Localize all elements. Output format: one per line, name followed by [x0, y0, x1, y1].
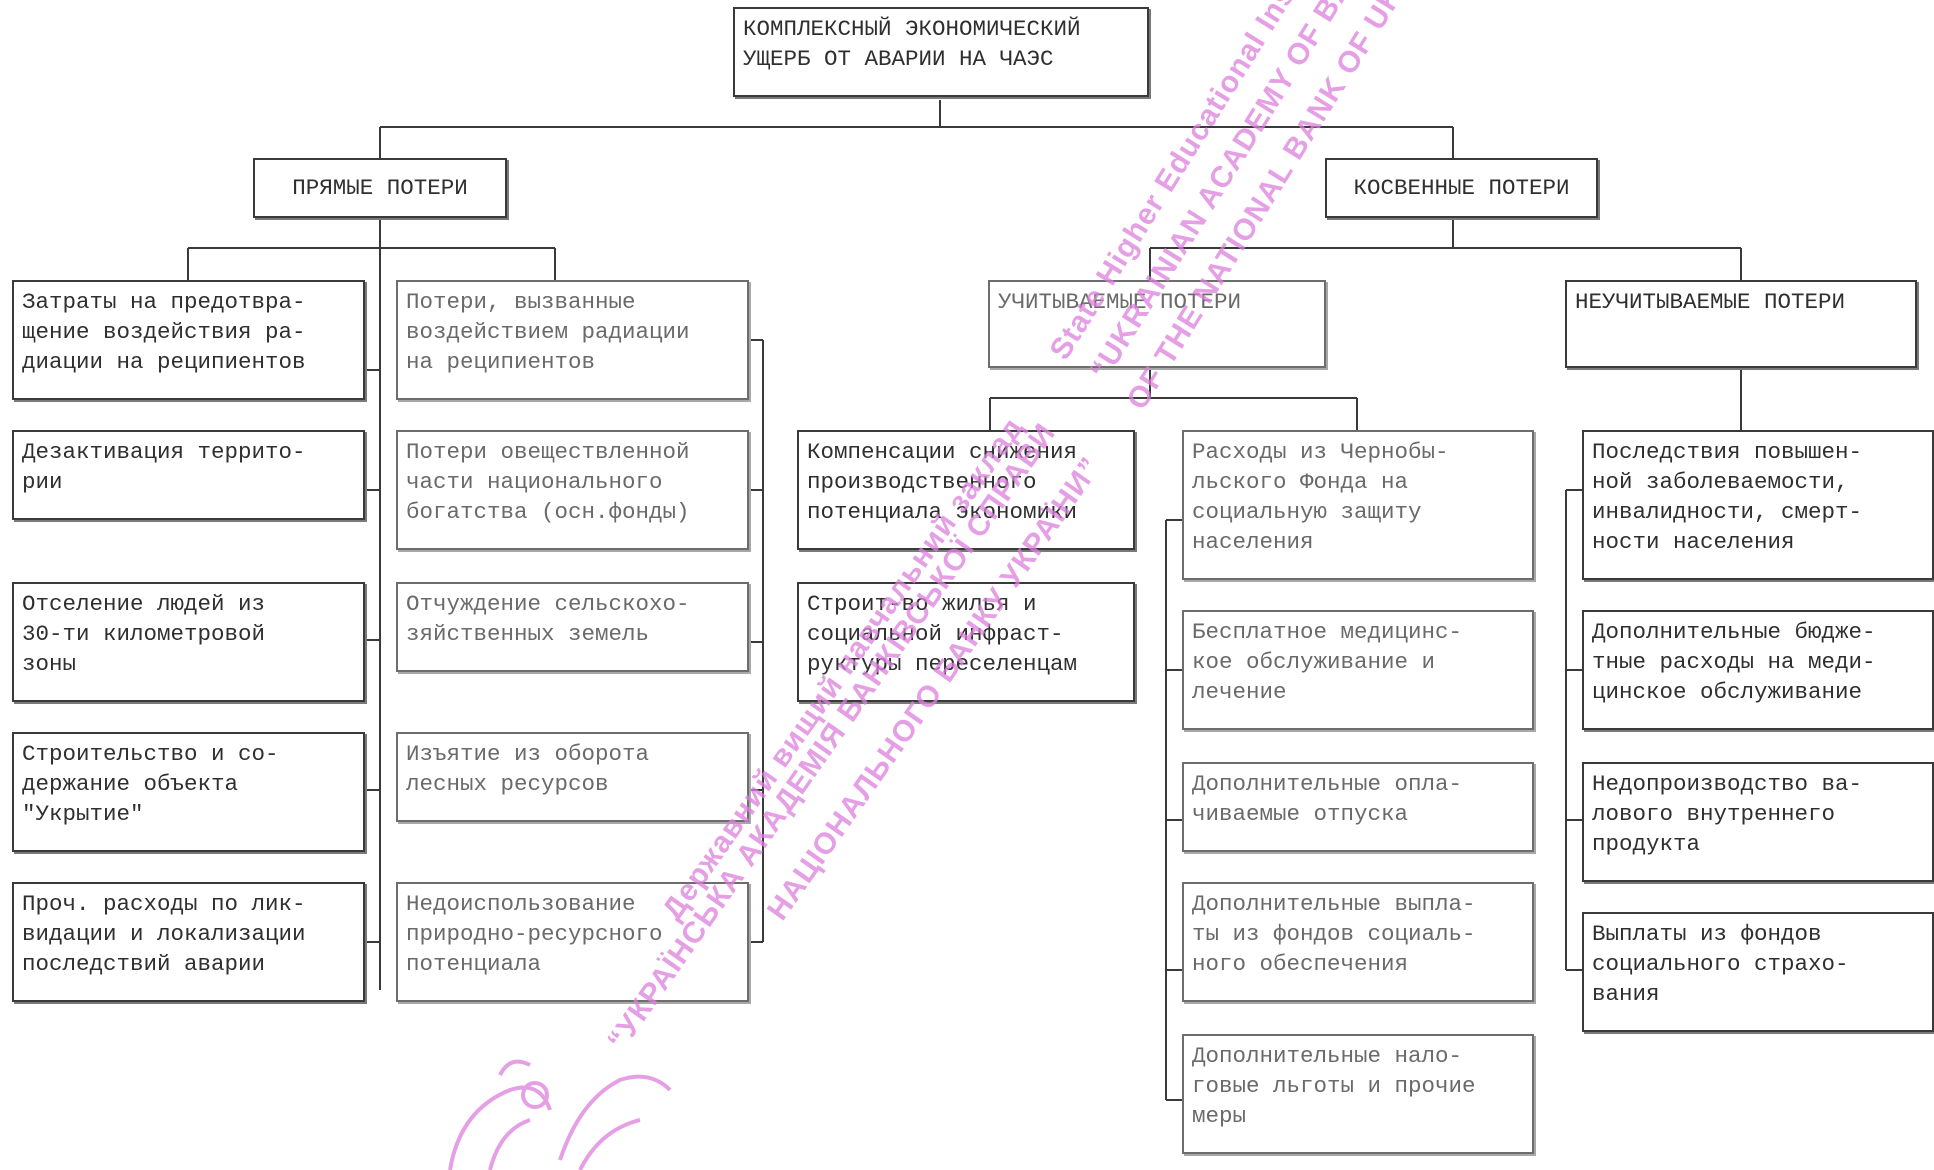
- seal-emblem: [448, 1059, 672, 1170]
- direct-right-item: Отчуждение сельскохо- зяйственных земель: [396, 582, 749, 672]
- unaccounted-losses-node: НЕУЧИТЫВАЕМЫЕ ПОТЕРИ: [1565, 280, 1917, 368]
- unaccounted-item: Дополнительные бюдже- тные расходы на ме…: [1582, 610, 1934, 730]
- accounted-right-item: Дополнительные выпла- ты из фондов социа…: [1182, 882, 1534, 1002]
- accounted-right-item: Дополнительные опла- чиваемые отпуска: [1182, 762, 1534, 852]
- direct-left-item: Проч. расходы по лик- видации и локализа…: [12, 882, 365, 1002]
- unaccounted-item: Выплаты из фондов социального страхо- ва…: [1582, 912, 1934, 1032]
- direct-left-item: Строительство и со- держание объекта "Ук…: [12, 732, 365, 852]
- direct-left-item: Отселение людей из 30-ти километровой зо…: [12, 582, 365, 702]
- accounted-left-item: Компенсации снижения производственного п…: [797, 430, 1135, 550]
- indirect-losses-node: КОСВЕННЫЕ ПОТЕРИ: [1325, 158, 1598, 218]
- direct-right-item: Изъятие из оборота лесных ресурсов: [396, 732, 749, 822]
- direct-right-item: Недоиспользование природно-ресурсного по…: [396, 882, 749, 1002]
- direct-losses-node: ПРЯМЫЕ ПОТЕРИ: [253, 158, 507, 218]
- root-node: КОМПЛЕКСНЫЙ ЭКОНОМИЧЕСКИЙ УЩЕРБ ОТ АВАРИ…: [733, 7, 1149, 97]
- accounted-right-item: Дополнительные нало- говые льготы и проч…: [1182, 1034, 1534, 1154]
- direct-left-item: Затраты на предотвра- щение воздействия …: [12, 280, 365, 400]
- accounted-left-item: Строит-во жилья и социальной инфраст- ру…: [797, 582, 1135, 702]
- accounted-losses-node: УЧИТЫВАЕМЫЕ ПОТЕРИ: [988, 280, 1326, 368]
- direct-right-item: Потери, вызванные воздействием радиации …: [396, 280, 749, 400]
- direct-left-item: Дезактивация террито- рии: [12, 430, 365, 520]
- unaccounted-item: Недопроизводство ва- лового внутреннего …: [1582, 762, 1934, 882]
- direct-right-item: Потери овеществленной части национальног…: [396, 430, 749, 550]
- accounted-right-item: Расходы из Чернобы- льского Фонда на соц…: [1182, 430, 1534, 580]
- accounted-right-item: Бесплатное медицинс- кое обслуживание и …: [1182, 610, 1534, 730]
- unaccounted-item: Последствия повышен- ной заболеваемости,…: [1582, 430, 1934, 580]
